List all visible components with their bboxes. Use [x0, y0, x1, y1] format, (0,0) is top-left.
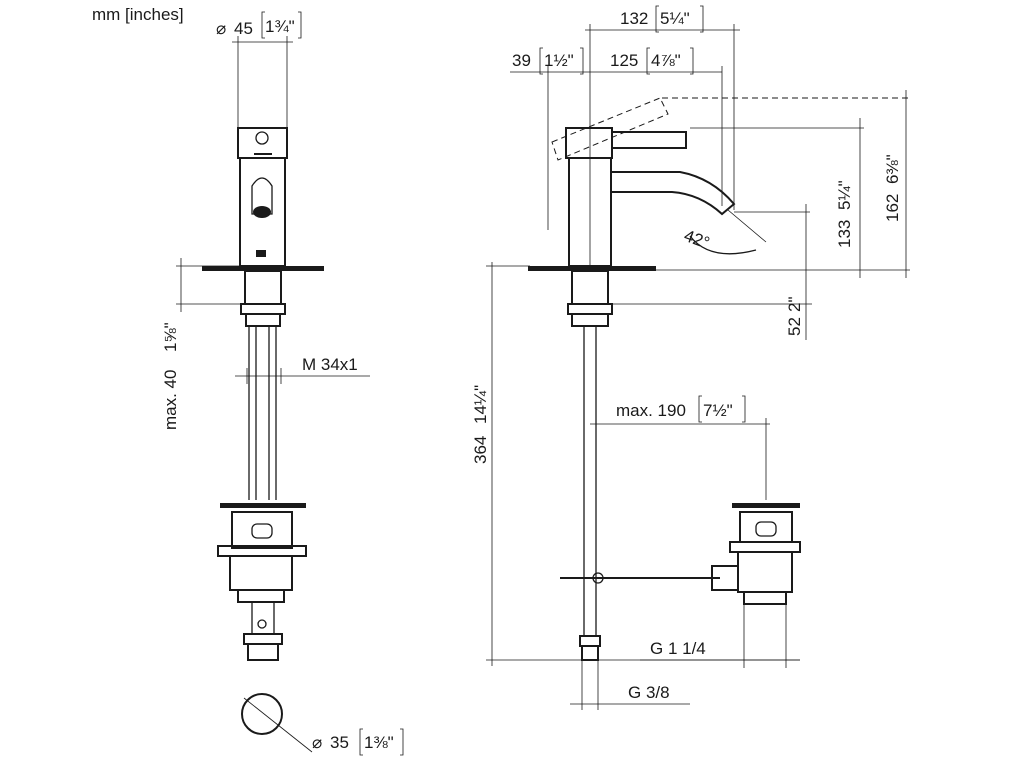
- dim-hole-diameter-inch: 1⅜": [364, 733, 394, 752]
- dim-hole-diameter-mm: 35: [330, 733, 349, 752]
- dim-shank-max-mm: max. 40: [161, 370, 180, 430]
- dim-outlet-height-inch: 5¼": [835, 180, 854, 210]
- dim-total-reach-inch: 5¼": [660, 9, 690, 28]
- units-note: mm [inches]: [92, 5, 184, 24]
- dim-total-depth-mm: 364: [471, 436, 490, 464]
- dim-overall-height-inch: 6⅜": [883, 154, 902, 184]
- dim-outlet-height-mm: 133: [835, 220, 854, 248]
- dim-thread-shank: M 34x1: [302, 355, 358, 374]
- dim-shank-max-inch: 1⅝": [161, 322, 180, 352]
- dim-spout-diameter-mm: 45: [234, 19, 253, 38]
- dim-lever-offset-mm: 39: [512, 51, 531, 70]
- dim-total-reach-mm: 132: [620, 9, 648, 28]
- dim-waste-reach-inch: 7½": [703, 401, 733, 420]
- dim-waste-thread: G 1 1/4: [650, 639, 706, 658]
- dim-supply-thread: G 3/8: [628, 683, 670, 702]
- dim-base-height-mm: 52: [785, 317, 804, 336]
- dim-spout-diameter-symbol: ⌀: [216, 19, 226, 38]
- dim-lever-offset-inch: 1½": [544, 51, 574, 70]
- dim-total-depth-inch: 14¼": [471, 385, 490, 424]
- dim-spout-angle: 42°: [682, 226, 713, 253]
- inch-bracket: [261, 11, 302, 39]
- front-view: ⌀ 45 1¾" M 34x1 max. 4: [161, 11, 404, 756]
- dim-spout-diameter-inch: 1¾": [265, 17, 295, 36]
- dim-spout-reach-mm: 125: [610, 51, 638, 70]
- dim-base-height-inch: 2": [785, 297, 804, 313]
- dim-spout-reach-inch: 4⅞": [651, 51, 681, 70]
- side-view: 132 5¼" 39 1½" 125 4⅞" 42°: [471, 5, 910, 710]
- dim-overall-height-mm: 162: [883, 194, 902, 222]
- dim-waste-reach-mm: max. 190: [616, 401, 686, 420]
- dim-hole-diameter-symbol: ⌀: [312, 733, 322, 752]
